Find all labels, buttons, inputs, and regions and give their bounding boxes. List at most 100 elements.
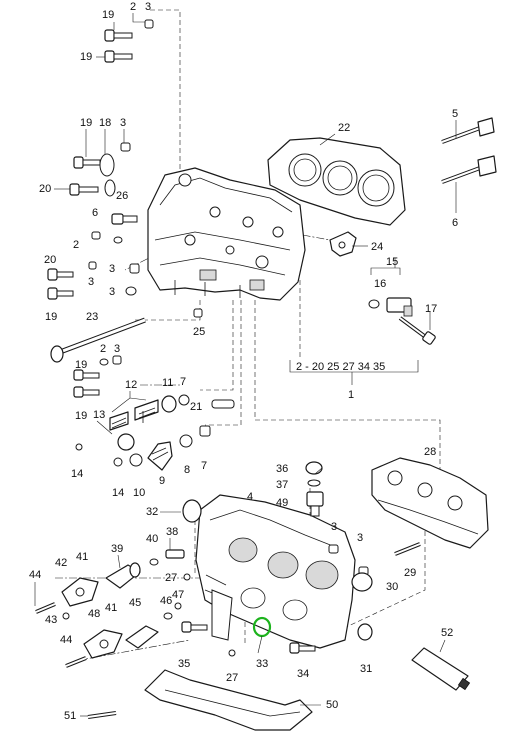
bolt-19-top-1[interactable]	[104, 29, 133, 42]
lifter-housing-28[interactable]	[371, 457, 489, 549]
callout-19c: 19	[80, 117, 92, 129]
bolt-35[interactable]	[181, 621, 208, 633]
bolt-44-a[interactable]	[35, 602, 56, 614]
callout-38: 38	[166, 526, 178, 538]
ring-3-e[interactable]	[125, 286, 137, 296]
callout-19a: 19	[102, 9, 114, 21]
sensor-15[interactable]	[386, 297, 413, 317]
bolt-44-b[interactable]	[65, 656, 87, 668]
callout-14b: 14	[112, 487, 124, 499]
bolt-set-top	[104, 19, 154, 63]
support-bracket-50[interactable]	[144, 669, 313, 731]
guide-21[interactable]	[211, 399, 235, 409]
callout-19f: 19	[75, 410, 87, 422]
bolt-29[interactable]	[394, 542, 421, 556]
bolt-19-lower[interactable]	[47, 287, 74, 300]
ring-40[interactable]	[149, 558, 159, 566]
camshaft-housing-4[interactable]	[195, 494, 356, 649]
intake-valve-5[interactable]	[441, 117, 495, 144]
camshaft-23[interactable]	[50, 317, 146, 363]
bolt-19-f[interactable]	[73, 386, 100, 398]
callout-16: 16	[374, 278, 386, 290]
callout-26: 26	[116, 190, 128, 202]
bolt-19-e[interactable]	[73, 369, 100, 381]
washer-43[interactable]	[62, 612, 70, 620]
callout-49: 49	[276, 497, 288, 509]
seal-18-b[interactable]	[104, 179, 116, 197]
valve-spring-12-b[interactable]	[134, 399, 159, 423]
bolt-19-mid[interactable]	[73, 156, 101, 169]
callout-11: 11	[162, 377, 173, 389]
flange-48-41[interactable]	[83, 629, 123, 659]
bolt-51[interactable]	[87, 711, 117, 719]
callout-29: 29	[404, 567, 416, 579]
retainer-11[interactable]	[161, 395, 177, 413]
cotter-14-a[interactable]	[75, 443, 83, 451]
cap-10[interactable]	[129, 453, 143, 467]
dowel-6[interactable]	[91, 231, 101, 240]
bolt-20-lower[interactable]	[47, 268, 74, 281]
sleeve-3-g[interactable]	[328, 544, 339, 554]
plug-32[interactable]	[182, 499, 202, 523]
seal-18[interactable]	[99, 153, 115, 177]
plug-25[interactable]	[193, 308, 203, 318]
actuator-45[interactable]	[125, 625, 159, 649]
ring-2-c[interactable]	[99, 358, 109, 366]
callout-3b: 3	[120, 117, 126, 129]
washer-8[interactable]	[179, 434, 193, 448]
ring-7-b[interactable]	[199, 425, 211, 437]
callout-48: 48	[88, 608, 100, 620]
ring-46[interactable]	[163, 612, 173, 620]
bracket-24[interactable]	[329, 231, 357, 257]
valve-seal-9[interactable]	[147, 441, 173, 471]
ring-2-b[interactable]	[113, 236, 123, 244]
callout-33: 33	[256, 658, 268, 670]
bolt-38[interactable]	[165, 549, 185, 559]
callout-3e: 3	[109, 286, 115, 298]
callout-6a: 6	[92, 207, 98, 219]
seal-30[interactable]	[351, 572, 373, 592]
callout-2a: 2	[130, 1, 136, 13]
ball-47[interactable]	[174, 602, 182, 610]
exhaust-valve-6[interactable]	[441, 155, 497, 184]
plug-31[interactable]	[357, 623, 373, 641]
bolt-26[interactable]	[111, 213, 138, 225]
callout-22: 22	[338, 122, 350, 134]
sleeve-3-mid[interactable]	[120, 142, 131, 152]
callout-17: 17	[425, 303, 437, 315]
bolt-19-top-2[interactable]	[104, 50, 133, 63]
callout-15: 15	[386, 256, 398, 268]
head-gasket-22[interactable]	[267, 137, 406, 226]
keeper-7[interactable]	[178, 394, 190, 406]
seal-13[interactable]	[117, 433, 135, 451]
sealant-tube-52[interactable]	[411, 647, 471, 691]
sleeve-3-d[interactable]	[129, 263, 140, 274]
cotter-14-b[interactable]	[113, 457, 123, 467]
dowel-27-a[interactable]	[183, 573, 191, 581]
dowel-sleeve-3-top[interactable]	[144, 19, 154, 29]
bolt-34[interactable]	[289, 642, 316, 654]
callout-41b: 41	[105, 602, 117, 614]
o-ring-16[interactable]	[368, 299, 380, 309]
callout-1: 1	[348, 389, 354, 401]
actuator-39[interactable]	[105, 562, 141, 589]
callout-6b: 6	[452, 217, 458, 229]
valve-spring-12-a[interactable]	[109, 411, 129, 431]
callout-18: 18	[99, 117, 111, 129]
dowel-27-b[interactable]	[228, 649, 236, 657]
dowel-2[interactable]	[88, 261, 97, 270]
sleeve-3-f[interactable]	[112, 355, 122, 365]
bolt-20-upper[interactable]	[69, 183, 99, 196]
cap-36[interactable]	[305, 461, 323, 475]
callout-23: 23	[86, 311, 98, 323]
sensor-49[interactable]	[306, 491, 324, 517]
callout-44a: 44	[29, 569, 41, 581]
callout-2c: 2	[100, 343, 106, 355]
callout-39: 39	[111, 543, 123, 555]
cylinder-head[interactable]	[147, 167, 306, 301]
o-ring-37[interactable]	[307, 479, 321, 487]
bolt-17[interactable]	[398, 316, 436, 345]
flange-42-41[interactable]	[61, 577, 99, 607]
